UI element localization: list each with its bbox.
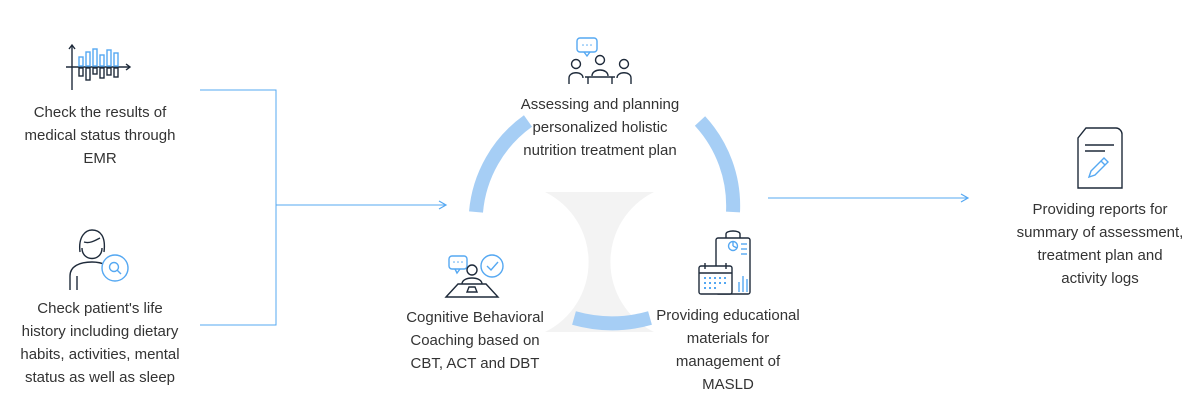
life-history-label: Check patient's life history including d… <box>20 300 180 386</box>
emr-label: Check the results of medical status thro… <box>24 104 176 167</box>
coaching-label: Cognitive Behavioral Coaching based on C… <box>406 309 544 372</box>
hub-arc-right <box>694 116 741 213</box>
team-meeting-icon <box>568 37 632 84</box>
hub-arc-bottom <box>572 311 652 331</box>
report-label: Providing reports for summary of assessm… <box>1016 201 1184 287</box>
hub-arc-left <box>469 115 533 213</box>
patient-search-icon <box>69 229 129 290</box>
bar-chart-icon <box>66 43 132 90</box>
input-connector <box>200 89 448 326</box>
report-document-icon <box>1077 127 1123 189</box>
hub-background <box>545 192 654 332</box>
coaching-session-icon <box>444 254 504 298</box>
clipboard-calendar-icon <box>698 230 751 295</box>
education-label: Providing educational materials for mana… <box>656 307 800 393</box>
planning-label: Assessing and planning personalized holi… <box>520 96 680 159</box>
hub-cycle <box>469 115 741 332</box>
